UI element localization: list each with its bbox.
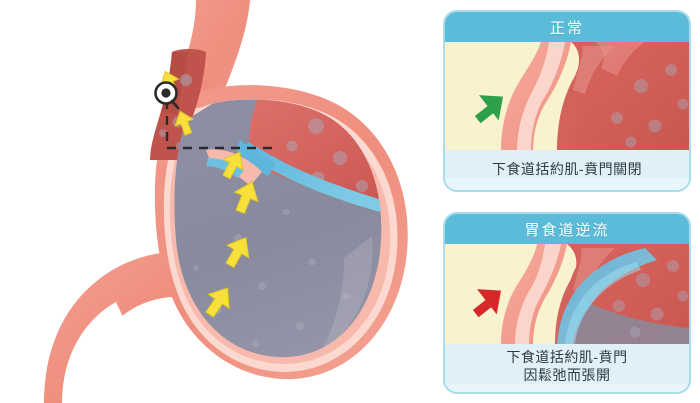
panel-normal-caption: 下食道括約肌-賁門關閉 <box>445 150 689 178</box>
magnifier-handle <box>170 99 180 110</box>
caption-line: 下食道括約肌-賁門關閉 <box>491 161 643 177</box>
arrow-body-upper <box>233 181 259 215</box>
red-arrow <box>473 289 502 318</box>
panel-reflux[interactable]: 胃食道逆流 <box>443 212 691 394</box>
panel-normal-title: 正常 <box>445 12 689 42</box>
reflux-fluid-stream <box>236 140 382 212</box>
bubble <box>159 129 167 137</box>
arrow-body-mid <box>225 236 250 269</box>
magnifier-marker[interactable] <box>154 81 279 150</box>
panel-reflux-title: 胃食道逆流 <box>445 214 689 244</box>
arrow-esophagus-lower <box>174 110 195 136</box>
green-arrow <box>475 95 504 124</box>
bubble <box>180 74 192 86</box>
panel-normal-figure <box>445 42 689 150</box>
panel-normal[interactable]: 正常 <box>443 10 691 192</box>
caption-line: 因鬆弛而張開 <box>523 367 611 383</box>
panel-reflux-figure <box>445 244 689 344</box>
arrow-body-lower <box>205 287 230 318</box>
reflux-arrows <box>160 70 259 318</box>
magnifier-dot <box>161 88 171 98</box>
panel-reflux-caption: 下食道括約肌-賁門 因鬆弛而張開 <box>445 344 689 384</box>
stomach-anatomy-diagram <box>44 0 408 403</box>
caption-line: 下食道括約肌-賁門 <box>506 349 628 365</box>
leader-dashed-line <box>165 100 278 150</box>
arrow-cardia <box>222 151 244 180</box>
